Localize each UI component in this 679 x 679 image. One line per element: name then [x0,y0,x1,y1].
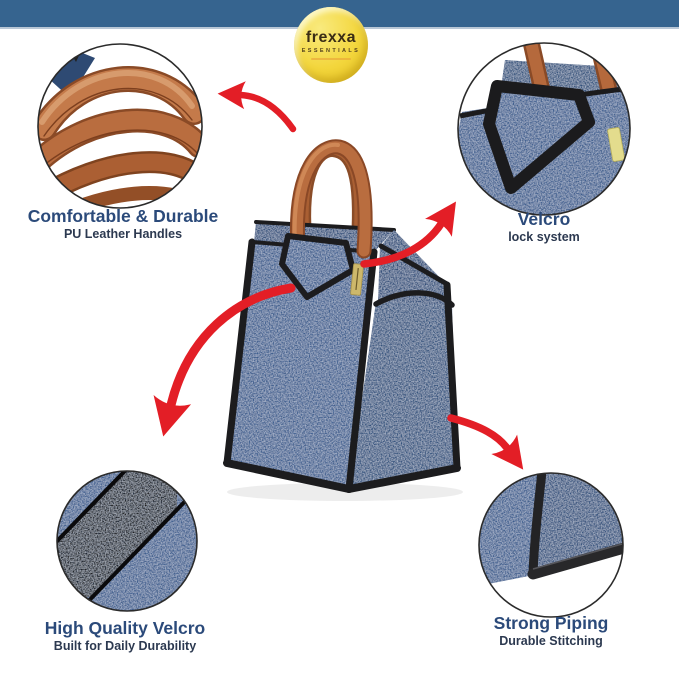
feature-title: High Quality Velcro [44,618,206,638]
feature-subtitle: PU Leather Handles [63,227,183,242]
bag-brand-tag [350,263,364,296]
feature-title: Strong Piping [493,613,609,633]
arrow-to-handles-callout-icon [217,81,297,133]
bag-front-handle [289,139,373,259]
bag-front-panel [227,242,374,489]
arrow-to-velcro-lock-callout-icon [360,201,457,268]
velcro-strip [57,471,195,611]
feature-subtitle: Durable Stitching [499,634,603,649]
brand-tagline-underline [311,57,351,60]
handle-navy-fabric [48,50,95,98]
feature-caption-velcro-lock: Velcro lock system [446,209,642,245]
callout-handles-photo [37,43,203,209]
arrow-to-piping-callout-icon [447,414,524,470]
callout-piping-photo [478,472,624,618]
feature-title: Velcro [517,209,571,229]
bag-back-right-piping [378,243,450,287]
callout-arrows [153,81,524,470]
bag-piping [223,238,461,493]
hang-tag [607,127,625,162]
bag-side-panel [349,302,457,489]
callout-velcro-lock-photo [457,42,631,216]
bag-velcro-flap [282,236,353,297]
feature-subtitle: Built for Daily Durability [53,639,197,654]
feature-caption-handles: Comfortable & Durable PU Leather Handles [8,206,238,242]
bag-product-photo [223,139,463,501]
brand-name: frexxa [305,29,357,47]
bag-velcro-flap-trim [279,233,356,300]
callout-velcro-strip-photo [56,470,198,612]
feature-caption-velcro-quality: High Quality Velcro Built for Daily Dura… [8,618,242,654]
feature-caption-piping: Strong Piping Durable Stitching [444,613,658,649]
feature-title: Comfortable & Durable [27,206,219,226]
velcro-flap-trim-closeup [483,80,595,194]
brand-tagline: ESSENTIALS [301,48,361,55]
piping-seam-vertical [528,473,547,575]
arrow-to-velcro-strip-callout-icon [153,283,296,437]
feature-subtitle: lock system [508,230,580,245]
brand-logo: frexxa ESSENTIALS [294,7,368,83]
piping-seam-bottom [527,542,623,580]
